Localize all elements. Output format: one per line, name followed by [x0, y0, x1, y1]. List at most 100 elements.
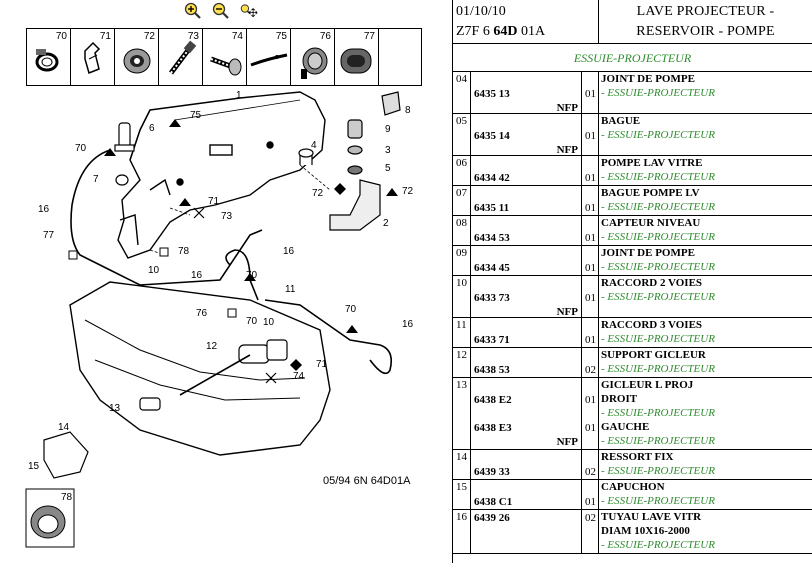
- part-number[interactable]: 6438 E2: [474, 394, 512, 406]
- quantity: 01: [585, 130, 596, 142]
- part-number[interactable]: 6438 53: [474, 364, 510, 376]
- quantity: 01: [585, 262, 596, 274]
- application-label: - ESSUIE-PROJECTEUR: [601, 129, 715, 141]
- parts-legend-strip: 70 71 72 73 74 75 76 77: [26, 28, 422, 86]
- clip-icon: [84, 41, 101, 75]
- part-number[interactable]: 6434 42: [474, 172, 510, 184]
- quantity: 01: [585, 172, 596, 184]
- callout-72a: 72: [312, 188, 324, 199]
- part-number[interactable]: 6438 E3: [474, 422, 512, 434]
- legend-cell[interactable]: 74: [203, 29, 247, 85]
- row-ref: 04: [453, 72, 471, 113]
- part-designation: GAUCHE: [601, 421, 650, 433]
- legend-cell[interactable]: 73: [159, 29, 203, 85]
- part-number[interactable]: 6433 71: [474, 334, 510, 346]
- part-number[interactable]: 6439 26: [474, 512, 510, 524]
- part-designation: BAGUE: [601, 115, 641, 127]
- row-description-cell: JOINT DE POMPE- ESSUIE-PROJECTEUR: [599, 72, 812, 113]
- leader-lines: [149, 164, 331, 256]
- callout-10a: 10: [148, 265, 160, 276]
- row-qty-cell: 01: [582, 114, 599, 155]
- application-label: - ESSUIE-PROJECTEUR: [601, 435, 715, 447]
- legend-78-box[interactable]: 78: [25, 488, 75, 548]
- row-qty-cell: 02: [582, 510, 599, 553]
- legend-cell[interactable]: 76: [291, 29, 335, 85]
- quantity: 01: [585, 202, 596, 214]
- diagram-pane: 70 71 72 73 74 75 76 77: [25, 2, 422, 548]
- legend-cell[interactable]: 72: [115, 29, 159, 85]
- application-label: - ESSUIE-PROJECTEUR: [601, 363, 715, 375]
- header-title-line1: LAVE PROJECTEUR -: [636, 4, 775, 19]
- quantity: 01: [585, 394, 596, 406]
- zoom-out-icon[interactable]: [212, 2, 230, 20]
- callout-1: 1: [236, 90, 242, 101]
- row-ref: 06: [453, 156, 471, 185]
- part-designation: RESSORT FIX: [601, 451, 674, 463]
- part-number[interactable]: 6435 14: [474, 130, 510, 142]
- reservoir-shape: [117, 91, 326, 259]
- pane-divider[interactable]: [452, 0, 453, 563]
- row-description-cell: CAPUCHON- ESSUIE-PROJECTEUR: [599, 480, 812, 509]
- part-number[interactable]: 6433 73: [474, 292, 510, 304]
- nfp-flag: NFP: [556, 144, 578, 156]
- row-qty-cell: 01: [582, 156, 599, 185]
- legend-cell[interactable]: 75: [247, 29, 291, 85]
- row-ref: 16: [453, 510, 471, 553]
- grommet-icon: [123, 48, 151, 74]
- part-number[interactable]: 6434 53: [474, 232, 510, 244]
- callout-71b: 71: [316, 359, 328, 370]
- callout-72b: 72: [402, 186, 414, 197]
- part-designation: TUYAU LAVE VITR: [601, 511, 702, 523]
- legend-cell[interactable]: 71: [71, 29, 115, 85]
- document-header: 01/10/10 Z7F 6 64D 01A LAVE PROJECTEUR -…: [453, 0, 812, 44]
- application-label: - ESSUIE-PROJECTEUR: [601, 87, 715, 99]
- row-part-number-cell: 6433 71: [471, 318, 582, 347]
- callout-8: 8: [405, 105, 411, 116]
- row-description-cell: RACCORD 3 VOIES- ESSUIE-PROJECTEUR: [599, 318, 812, 347]
- callout-13: 13: [109, 403, 121, 414]
- zoom-in-icon[interactable]: [184, 2, 202, 20]
- callout-74: 74: [293, 371, 305, 382]
- legend-number: 73: [187, 31, 199, 42]
- part-number[interactable]: 6434 45: [474, 262, 510, 274]
- part-designation: CAPUCHON: [601, 481, 665, 493]
- callout-3: 3: [385, 145, 391, 156]
- row-qty-cell: 01: [582, 480, 599, 509]
- part-number[interactable]: 6439 33: [474, 466, 510, 478]
- row-description-cell: RACCORD 2 VOIES- ESSUIE-PROJECTEUR: [599, 276, 812, 317]
- legend-number: 78: [61, 492, 73, 503]
- application-label: - ESSUIE-PROJECTEUR: [601, 465, 715, 477]
- row-part-number-cell: 6435 11: [471, 186, 582, 215]
- row-part-number-cell: 6439 33: [471, 450, 582, 479]
- part-designation: CAPTEUR NIVEAU: [601, 217, 701, 229]
- header-title-line2: RESERVOIR - POMPE: [636, 24, 775, 39]
- zoom-pan-icon[interactable]: [240, 2, 258, 20]
- part-number[interactable]: 6438 C1: [474, 496, 513, 508]
- legend-cell[interactable]: 70: [27, 29, 71, 85]
- part-number[interactable]: 6435 11: [474, 202, 510, 214]
- row-ref: 05: [453, 114, 471, 155]
- callout-70a: 70: [75, 143, 87, 154]
- hoses: [70, 149, 393, 396]
- part-number[interactable]: 6435 13: [474, 88, 510, 100]
- callout-78: 78: [178, 246, 190, 257]
- legend-cell[interactable]: 77: [335, 29, 379, 85]
- callout-2: 2: [383, 218, 389, 229]
- cable-tie-icon: [250, 53, 288, 67]
